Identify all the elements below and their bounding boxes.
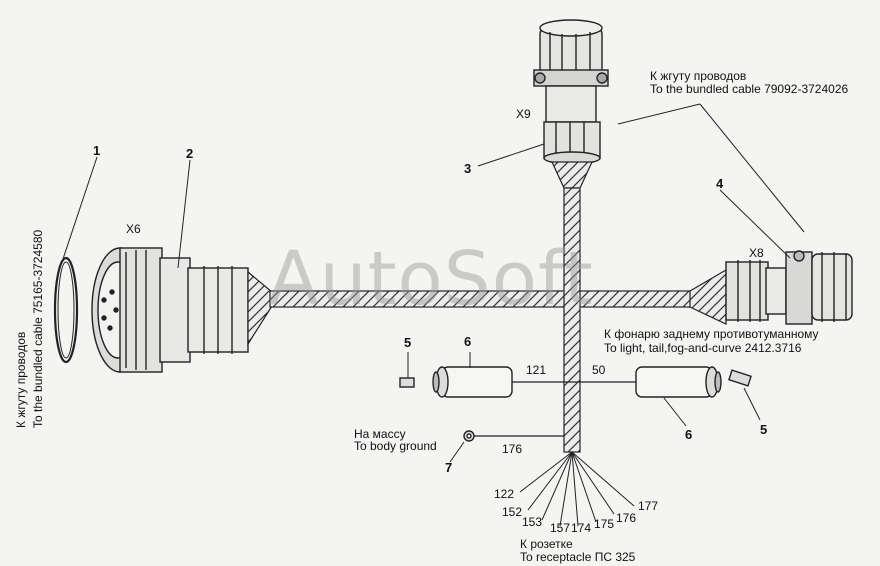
callout-5-left: 5: [404, 335, 412, 350]
connector-x9: [533, 19, 609, 165]
note-tail-en: To light, tail,fog-and-curve 2412.3716: [604, 341, 802, 355]
connector-label-x6: X6: [126, 222, 141, 236]
wire-label-152: 152: [502, 505, 523, 519]
note-tail-ru: К фонарю заднему противотуманному: [604, 327, 819, 341]
ground-terminal: [463, 430, 475, 442]
callout-6-right: 6: [685, 427, 693, 442]
callout-2: 2: [186, 146, 194, 161]
wire-label-176: 176: [502, 442, 523, 456]
connector-label-x9: X9: [516, 107, 531, 121]
note-receptacle-ru: К розетке: [520, 537, 573, 551]
sleeve-right: [635, 366, 752, 398]
callout-4: 4: [716, 176, 724, 191]
callout-1: 1: [93, 143, 101, 158]
connector-x6: [91, 247, 249, 373]
wire-label-122: 122: [494, 487, 515, 501]
note-bundle-top-en: To the bundled cable 79092-3724026: [650, 82, 849, 96]
wire-label-153: 153: [522, 515, 543, 529]
sleeve-left: [399, 366, 513, 398]
callout-3: 3: [464, 161, 472, 176]
wire-label-157: 157: [550, 521, 571, 535]
note-receptacle-en: To receptacle ПС 325: [520, 550, 636, 564]
note-ground-ru: На массу: [354, 427, 406, 441]
watermark: AutoSoft: [268, 236, 594, 322]
note-bundle-left-en: To the bundled cable 75165-3724580: [31, 229, 45, 428]
connector-label-x8: X8: [749, 246, 764, 260]
wire-label-175: 175: [594, 517, 615, 531]
o-ring: [53, 256, 79, 364]
note-bundle-top-ru: К жгуту проводов: [650, 69, 747, 83]
wire-label-50: 50: [592, 363, 606, 377]
note-ground-en: To body ground: [354, 439, 437, 453]
leader-lines: [61, 103, 805, 463]
wire-label-121: 121: [526, 363, 547, 377]
wire-label-174: 174: [571, 521, 592, 535]
wire-fan: [519, 451, 635, 527]
callout-6-left: 6: [464, 334, 472, 349]
wire-label-177: 177: [638, 499, 659, 513]
note-bundle-left-ru: К жгуту проводов: [14, 331, 28, 428]
callout-7: 7: [445, 460, 453, 475]
connector-x8: [725, 250, 853, 325]
callout-5-right: 5: [760, 422, 768, 437]
wire-label-176b: 176: [616, 511, 637, 525]
